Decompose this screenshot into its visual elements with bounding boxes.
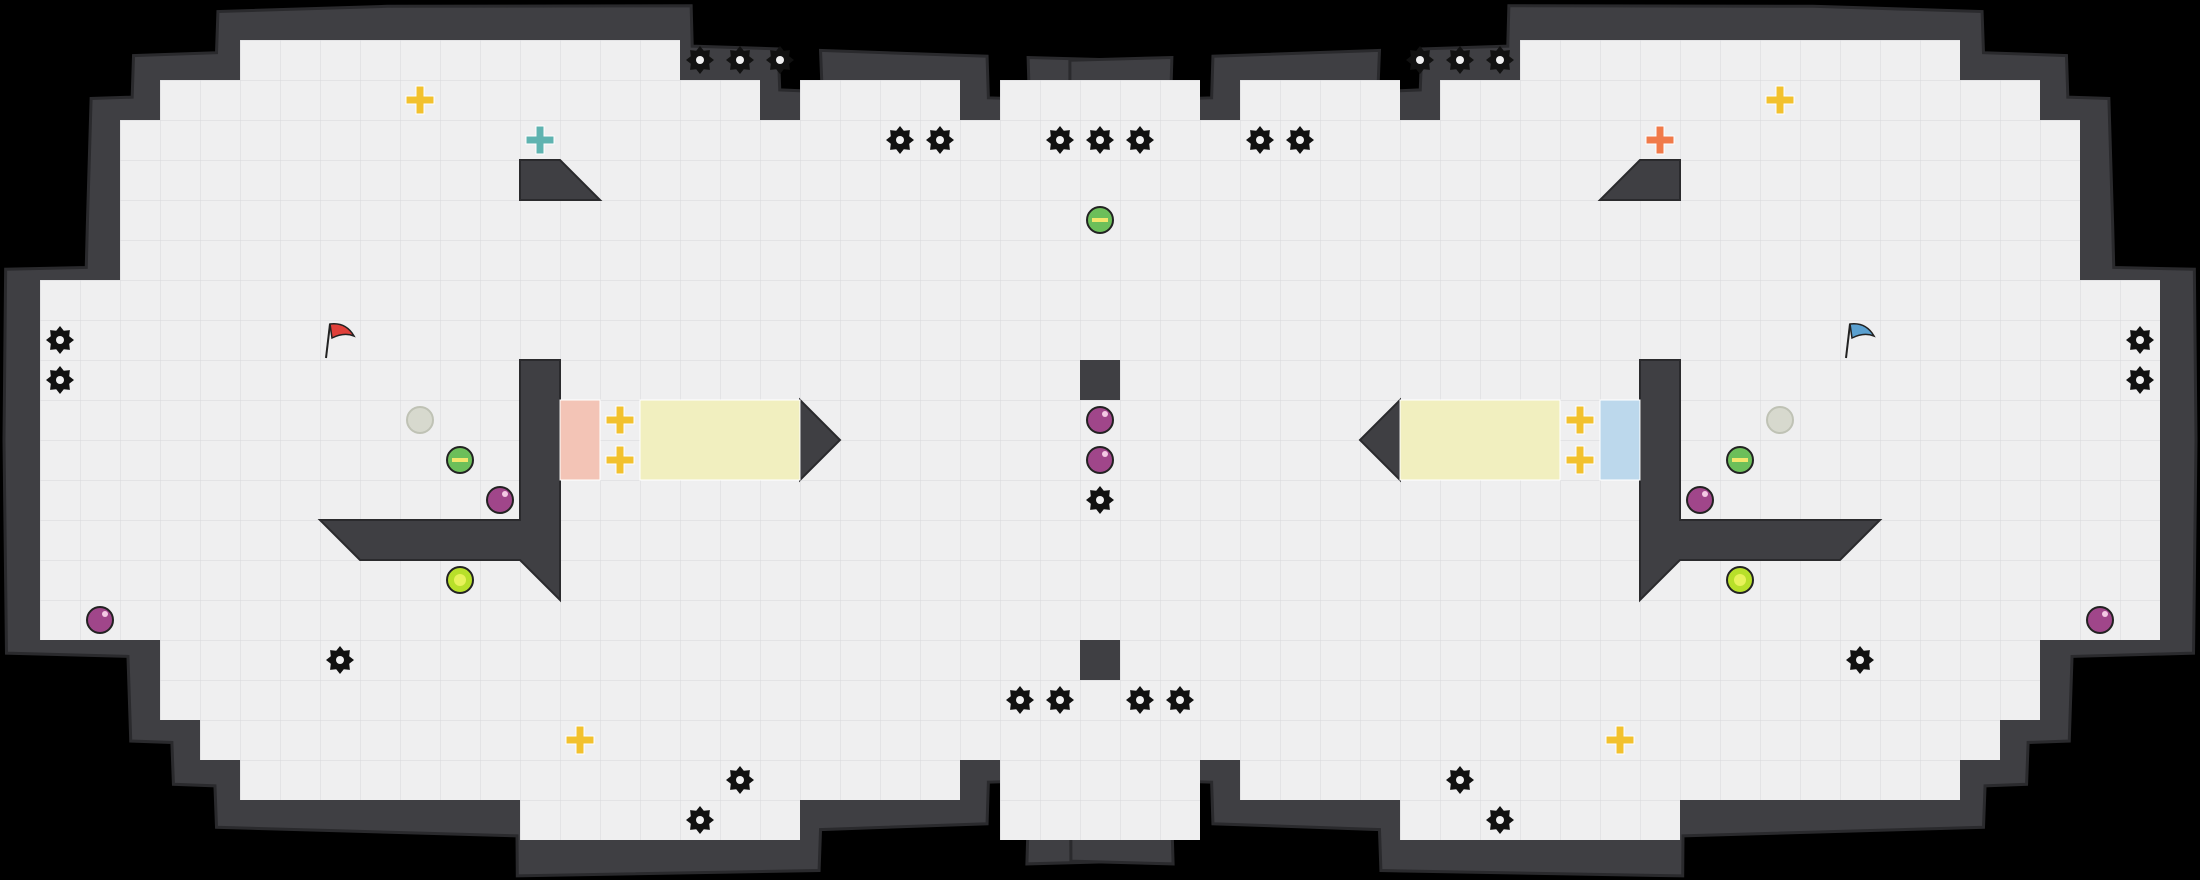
spike-icon bbox=[1446, 766, 1474, 794]
spike-icon bbox=[1046, 126, 1074, 154]
spike-icon bbox=[326, 646, 354, 674]
red-gate bbox=[559, 399, 601, 481]
spike-icon bbox=[1286, 126, 1314, 154]
arena-floor bbox=[40, 40, 2160, 840]
left-top-wedge bbox=[519, 159, 603, 201]
juke-juice-icon bbox=[1726, 446, 1754, 474]
spike-icon bbox=[726, 766, 754, 794]
center-block-top bbox=[1080, 360, 1120, 400]
spike-icon bbox=[1486, 46, 1514, 74]
spike-icon bbox=[1406, 46, 1434, 74]
spike-icon bbox=[1166, 686, 1194, 714]
spike-icon bbox=[686, 806, 714, 834]
blue-flag-icon bbox=[1845, 323, 1876, 359]
bomb-icon bbox=[1086, 406, 1114, 434]
boost-icon bbox=[605, 445, 635, 475]
spike-icon bbox=[1126, 686, 1154, 714]
juke-juice-icon bbox=[446, 446, 474, 474]
spike-icon bbox=[1006, 686, 1034, 714]
empty-spawn-icon bbox=[1766, 406, 1794, 434]
spike-icon bbox=[1486, 806, 1514, 834]
power-up-icon bbox=[1726, 566, 1754, 594]
interior-walls bbox=[317, 159, 1883, 680]
spike-icon bbox=[46, 326, 74, 354]
spike-icon bbox=[1846, 646, 1874, 674]
spike-icon bbox=[1086, 486, 1114, 514]
spike-icon bbox=[1126, 126, 1154, 154]
boost-icon bbox=[1565, 445, 1595, 475]
boost-icon bbox=[1765, 85, 1795, 115]
team-boost-icon bbox=[1645, 125, 1675, 155]
spike-icon bbox=[46, 366, 74, 394]
spike-icon bbox=[766, 46, 794, 74]
boost-icon bbox=[1605, 725, 1635, 755]
left-neutral-gate bbox=[639, 399, 801, 481]
spike-icon bbox=[1246, 126, 1274, 154]
team-boost-icon bbox=[525, 125, 555, 155]
spike-icon bbox=[926, 126, 954, 154]
juke-juice-icon bbox=[1086, 206, 1114, 234]
spike-icon bbox=[1046, 686, 1074, 714]
spike-icon bbox=[1446, 46, 1474, 74]
red-flag-icon bbox=[325, 323, 356, 359]
spike-icon bbox=[2126, 366, 2154, 394]
empty-spawn-icon bbox=[406, 406, 434, 434]
spike-icon bbox=[2126, 326, 2154, 354]
right-top-wedge bbox=[1597, 159, 1681, 201]
right-neutral-gate bbox=[1399, 399, 1561, 481]
gate-tiles bbox=[559, 399, 1641, 481]
boost-icon bbox=[565, 725, 595, 755]
boost-icon bbox=[405, 85, 435, 115]
spike-icon bbox=[1086, 126, 1114, 154]
bomb-icon bbox=[2086, 606, 2114, 634]
bomb-icon bbox=[86, 606, 114, 634]
spike-icon bbox=[726, 46, 754, 74]
spike-icon bbox=[686, 46, 714, 74]
boost-icon bbox=[605, 405, 635, 435]
blue-gate bbox=[1599, 399, 1641, 481]
bomb-icon bbox=[1086, 446, 1114, 474]
power-up-icon bbox=[446, 566, 474, 594]
center-block-bottom bbox=[1080, 640, 1120, 680]
game-pieces bbox=[46, 46, 2154, 834]
boost-icon bbox=[1565, 405, 1595, 435]
bomb-icon bbox=[1686, 486, 1714, 514]
bomb-icon bbox=[486, 486, 514, 514]
spike-icon bbox=[886, 126, 914, 154]
